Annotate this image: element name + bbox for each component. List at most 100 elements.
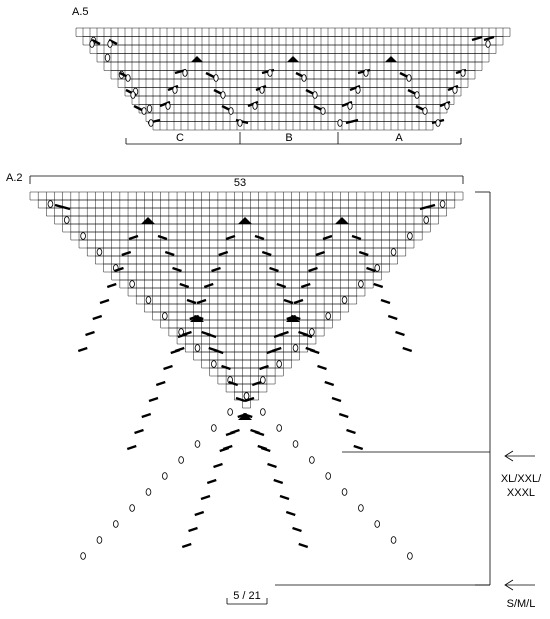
yarn-over-symbol bbox=[141, 107, 147, 115]
decrease-symbol bbox=[85, 330, 95, 337]
yarn-over-symbol bbox=[312, 91, 318, 99]
decrease-symbol bbox=[338, 412, 349, 419]
decrease-symbol bbox=[219, 446, 230, 453]
chart-a5-grid bbox=[75, 27, 511, 131]
yarn-over-symbol bbox=[194, 440, 201, 448]
decrease-symbol bbox=[155, 380, 166, 387]
yarn-over-symbol bbox=[435, 119, 441, 127]
decrease-symbol bbox=[324, 380, 335, 387]
decrease-symbol bbox=[228, 380, 239, 387]
decrease-symbol bbox=[213, 462, 223, 469]
decrease-symbol bbox=[419, 203, 436, 211]
yarn-over-symbol bbox=[320, 107, 326, 115]
decrease-symbol bbox=[92, 314, 103, 321]
decrease-symbol bbox=[259, 364, 269, 371]
decrease-symbol bbox=[203, 282, 214, 289]
arrow-large-sizes-icon bbox=[504, 450, 535, 462]
decrease-symbol bbox=[351, 234, 362, 241]
decrease-symbol bbox=[286, 314, 297, 321]
decrease-symbol bbox=[402, 346, 413, 353]
decrease-symbol bbox=[266, 348, 277, 355]
section-label-b: B bbox=[285, 132, 292, 144]
chart-a2-grid bbox=[29, 191, 464, 409]
yarn-over-symbol bbox=[341, 296, 348, 304]
decrease-symbol bbox=[358, 250, 369, 257]
yarn-over-symbol bbox=[452, 86, 458, 94]
yarn-over-symbol bbox=[337, 119, 343, 127]
decrease-symbol bbox=[279, 494, 290, 501]
chart-a5-symbols bbox=[89, 35, 495, 127]
decrease-symbol bbox=[366, 266, 376, 273]
decrease-symbol bbox=[186, 298, 197, 305]
chart-a2-bottom-label: 5 / 21 bbox=[233, 590, 261, 602]
yarn-over-symbol bbox=[407, 552, 413, 560]
yarn-over-symbol bbox=[112, 520, 119, 528]
yarn-over-symbol bbox=[292, 344, 299, 352]
chart-a5-section-bracket bbox=[125, 132, 462, 145]
yarn-over-symbol bbox=[358, 504, 364, 512]
yarn-over-symbol bbox=[485, 40, 491, 48]
decrease-symbol bbox=[172, 266, 182, 273]
decrease-symbol bbox=[211, 266, 221, 273]
yarn-over-symbol bbox=[129, 504, 135, 512]
decrease-symbol bbox=[308, 266, 318, 273]
decrease-symbol bbox=[218, 250, 229, 257]
yarn-over-symbol bbox=[407, 232, 413, 240]
decrease-symbol bbox=[298, 542, 309, 549]
yarn-over-symbol bbox=[182, 69, 188, 77]
decrease-symbol bbox=[483, 35, 495, 42]
decrease-symbol bbox=[77, 346, 88, 353]
yarn-over-symbol bbox=[130, 91, 136, 99]
yarn-over-symbol bbox=[355, 86, 361, 94]
yarn-over-symbol bbox=[148, 119, 154, 127]
yarn-over-symbol bbox=[228, 107, 234, 115]
decrease-symbol bbox=[170, 348, 181, 355]
decrease-symbol bbox=[206, 332, 217, 339]
double-decrease-symbol bbox=[335, 217, 349, 224]
decrease-symbol bbox=[164, 250, 175, 257]
yarn-over-symbol bbox=[276, 424, 282, 432]
decrease-symbol bbox=[235, 396, 246, 403]
decrease-symbol bbox=[244, 396, 255, 403]
yarn-over-symbol bbox=[165, 102, 171, 110]
decrease-symbol bbox=[225, 234, 236, 241]
yarn-over-symbol bbox=[259, 86, 265, 94]
decrease-symbol bbox=[237, 412, 248, 419]
decrease-symbol bbox=[273, 478, 284, 485]
yarn-over-symbol bbox=[406, 74, 412, 82]
decrease-symbol bbox=[322, 234, 333, 241]
yarn-over-symbol bbox=[107, 40, 113, 48]
decrease-symbol bbox=[225, 430, 236, 437]
decrease-symbol bbox=[300, 282, 311, 289]
decrease-symbol bbox=[254, 234, 265, 241]
yarn-over-symbol bbox=[341, 488, 348, 496]
double-decrease-symbol bbox=[286, 315, 300, 322]
decrease-symbol bbox=[276, 282, 287, 289]
yarn-over-symbol bbox=[390, 536, 397, 544]
decrease-symbol bbox=[213, 348, 224, 355]
decrease-symbol bbox=[221, 364, 231, 371]
grid-lines bbox=[75, 27, 511, 131]
section-label-a: A bbox=[395, 132, 403, 144]
yarn-over-symbol bbox=[309, 328, 315, 336]
yarn-over-symbol bbox=[96, 536, 103, 544]
decrease-symbol bbox=[141, 412, 152, 419]
yarn-over-symbol bbox=[301, 74, 307, 82]
yarn-over-symbol bbox=[325, 312, 332, 320]
chart-a2-width-bracket bbox=[29, 175, 464, 184]
yarn-over-symbol bbox=[146, 104, 153, 113]
yarn-over-symbol bbox=[213, 74, 219, 82]
yarn-over-symbol bbox=[63, 216, 70, 224]
double-decrease-symbol bbox=[385, 56, 397, 62]
chart-a2-width-label: 53 bbox=[234, 177, 246, 189]
yarn-over-symbol bbox=[260, 376, 266, 384]
yarn-over-symbol bbox=[309, 456, 315, 464]
decrease-symbol bbox=[302, 332, 313, 339]
yarn-over-symbol bbox=[104, 53, 111, 62]
decrease-symbol bbox=[471, 35, 483, 42]
size-bracket bbox=[275, 191, 491, 586]
yarn-over-symbol bbox=[125, 74, 131, 82]
arrow-small-sizes-icon bbox=[504, 579, 535, 591]
double-decrease-symbol bbox=[287, 56, 299, 62]
